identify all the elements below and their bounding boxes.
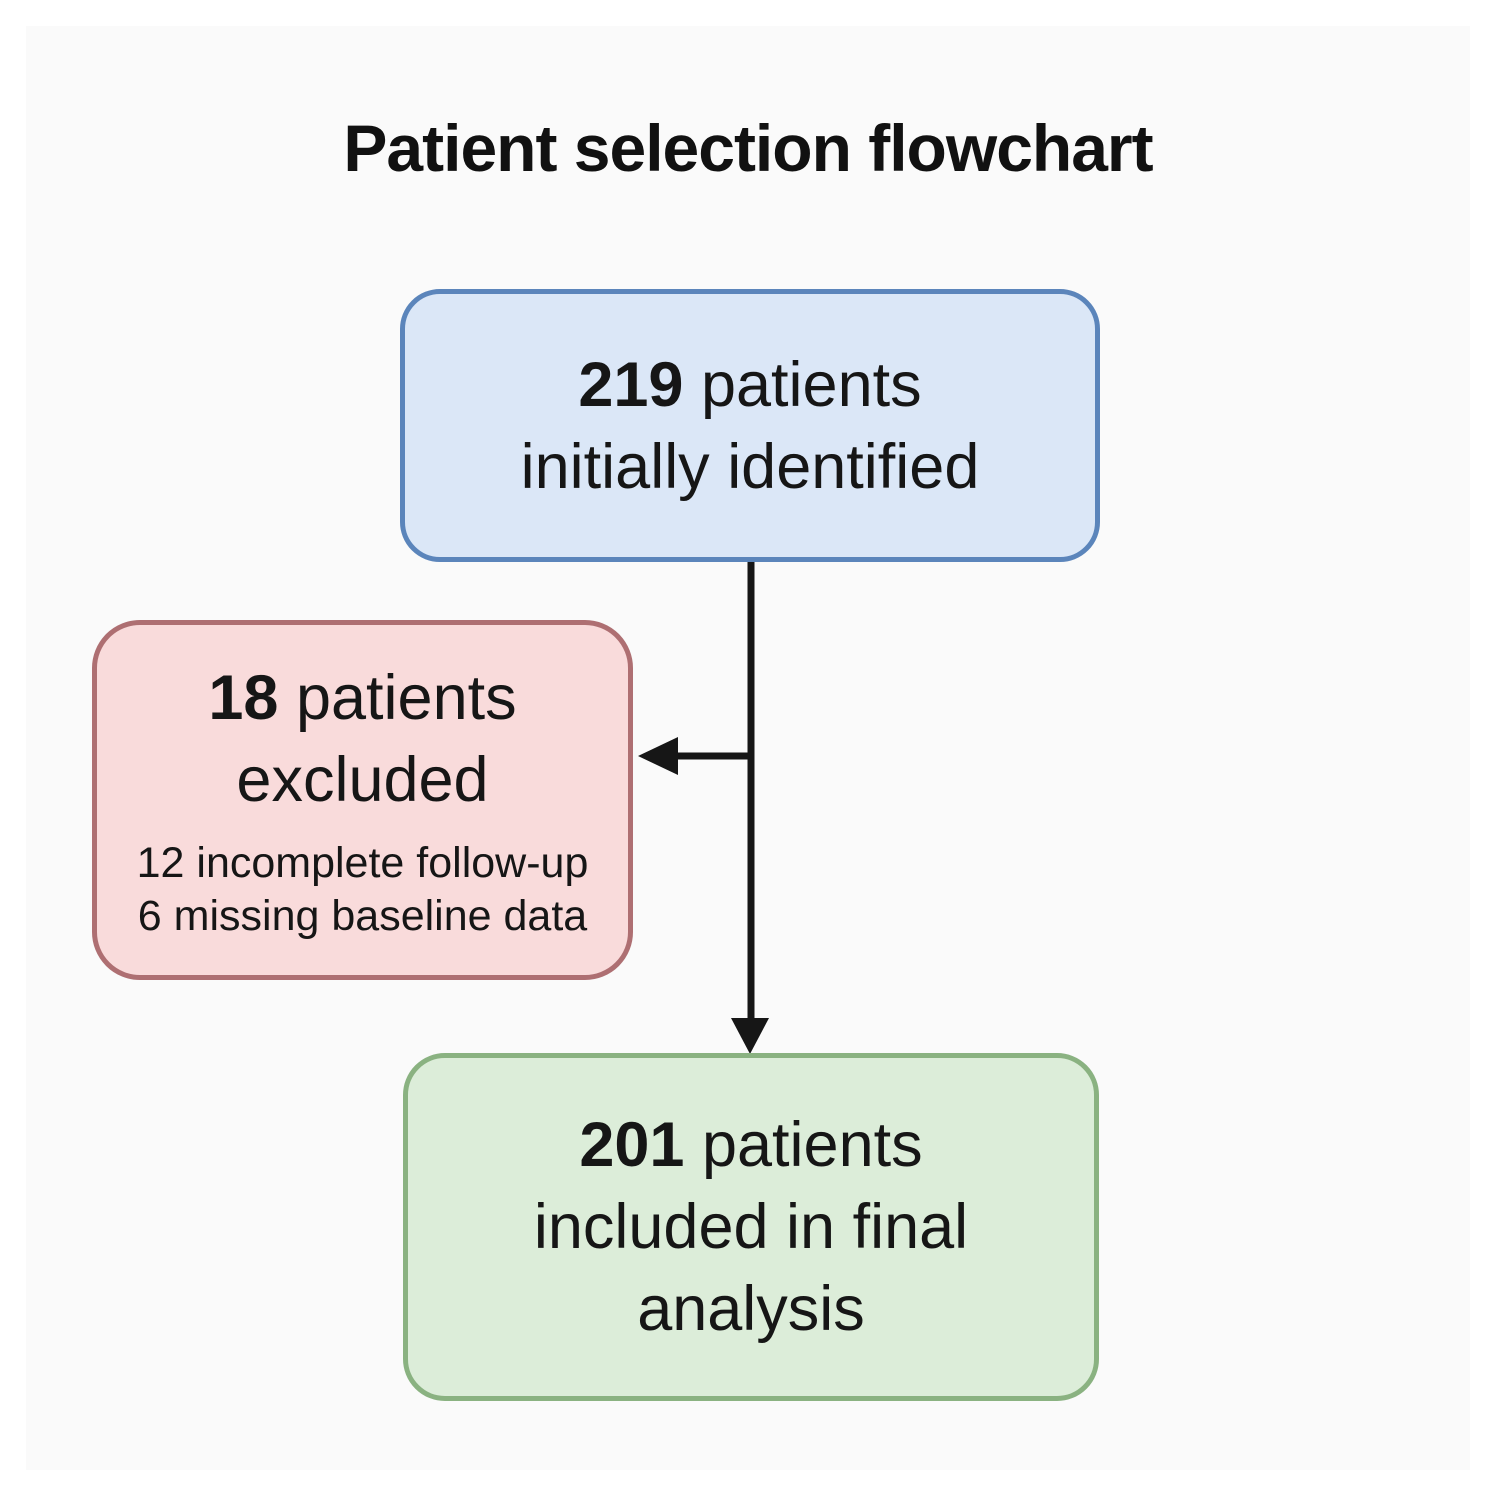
identified-count: 219	[578, 349, 684, 420]
node-included-line3: analysis	[637, 1274, 865, 1344]
node-initially-identified: 219 patients initially identified	[400, 289, 1100, 562]
excluded-count: 18	[208, 663, 279, 733]
included-count-suffix: patients	[684, 1110, 923, 1180]
identified-count-suffix: patients	[683, 349, 922, 420]
node-excluded: 18 patients excluded 12 incomplete follo…	[92, 620, 633, 980]
node-excluded-line1: 18 patients	[208, 657, 516, 739]
flowchart-canvas: Patient selection flowchart 219 patients…	[26, 26, 1470, 1470]
included-count: 201	[579, 1110, 685, 1180]
arrowhead-left-icon	[638, 737, 678, 775]
node-identified-line2: initially identified	[520, 431, 980, 502]
node-included-final-analysis: 201 patients included in final analysis	[403, 1053, 1099, 1401]
node-excluded-line2: excluded	[236, 745, 489, 815]
excluded-detail-1: 12 incomplete follow-up	[136, 839, 589, 887]
excluded-count-suffix: patients	[278, 663, 517, 733]
page-title: Patient selection flowchart	[343, 111, 1153, 185]
excluded-detail-2: 6 missing baseline data	[137, 892, 588, 940]
arrowhead-down-icon	[731, 1018, 769, 1054]
node-included-line1: 201 patients	[579, 1104, 922, 1186]
node-identified-line1: 219 patients	[578, 344, 921, 426]
node-included-line2: included in final	[533, 1192, 969, 1262]
excluded-details: 12 incomplete follow-up 6 missing baseli…	[137, 837, 589, 943]
